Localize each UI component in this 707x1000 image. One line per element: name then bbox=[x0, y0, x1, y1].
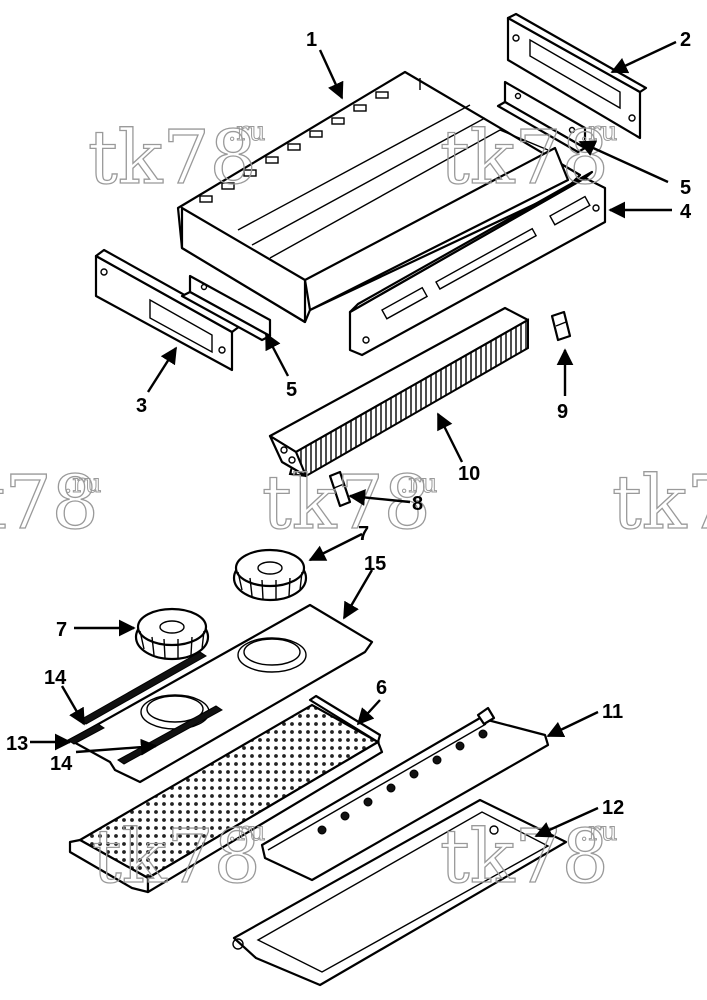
callout-7-upper: 7 bbox=[358, 523, 369, 545]
watermark-text: tk78 bbox=[612, 460, 707, 546]
callout-8: 8 bbox=[412, 493, 423, 515]
callout-3: 3 bbox=[136, 395, 147, 417]
watermark-suffix: .ru bbox=[228, 817, 265, 847]
callout-1: 1 bbox=[306, 29, 317, 51]
callout-14-lower: 14 bbox=[50, 753, 73, 775]
part-1-top-housing bbox=[176, 70, 582, 324]
part-7-blower-lower bbox=[134, 607, 210, 661]
callout-9: 9 bbox=[557, 401, 568, 423]
watermark-text: tk78 bbox=[88, 115, 257, 201]
watermark-group: tk78 .ru tk78 .ru tk78 .ru tk78 .ru tk78… bbox=[0, 114, 707, 900]
watermark-suffix: .ru bbox=[228, 117, 265, 147]
callout-2: 2 bbox=[680, 29, 691, 51]
callout-13: 13 bbox=[6, 733, 28, 755]
leader-lines bbox=[30, 40, 677, 838]
callout-7-lower: 7 bbox=[56, 619, 67, 641]
watermark-suffix: .ru bbox=[64, 469, 101, 499]
part-4-side-rail bbox=[348, 170, 607, 357]
watermark-suffix: .ru bbox=[580, 817, 617, 847]
part-5-angle-bracket-upper bbox=[496, 80, 587, 154]
callout-11: 11 bbox=[602, 701, 623, 723]
housing-vent-slots bbox=[199, 91, 389, 203]
part-9-clip bbox=[550, 310, 572, 342]
trough-outlet-holes bbox=[317, 729, 488, 835]
callout-12: 12 bbox=[602, 797, 624, 819]
part-12-drip-tray bbox=[232, 798, 568, 987]
part-6-perforated-tray bbox=[68, 694, 384, 894]
part-11-outlet-trough bbox=[260, 706, 550, 882]
callout-6: 6 bbox=[376, 677, 387, 699]
watermark-suffix: .ru bbox=[580, 117, 617, 147]
callout-10: 10 bbox=[458, 463, 480, 485]
watermark-text: tk78 bbox=[0, 460, 99, 546]
watermark-text: tk78 bbox=[92, 814, 261, 900]
part-15-blower-plate bbox=[68, 603, 374, 784]
part-7-blower-upper bbox=[232, 548, 308, 602]
callout-4: 4 bbox=[680, 201, 692, 223]
watermark-text: tk78 bbox=[440, 814, 609, 900]
watermark-text: tk78 bbox=[440, 115, 609, 201]
callout-14-upper: 14 bbox=[44, 667, 67, 689]
watermark-text: tk78 bbox=[262, 460, 431, 546]
part-10-coil bbox=[268, 306, 530, 478]
callout-15: 15 bbox=[364, 553, 386, 575]
watermark-suffix: .ru bbox=[400, 469, 437, 499]
callout-labels: 1 2 3 4 5 5 6 7 7 8 9 10 11 12 13 14 14 … bbox=[6, 29, 692, 819]
callout-5-upper: 5 bbox=[680, 177, 691, 199]
callout-5-lower: 5 bbox=[286, 379, 297, 401]
